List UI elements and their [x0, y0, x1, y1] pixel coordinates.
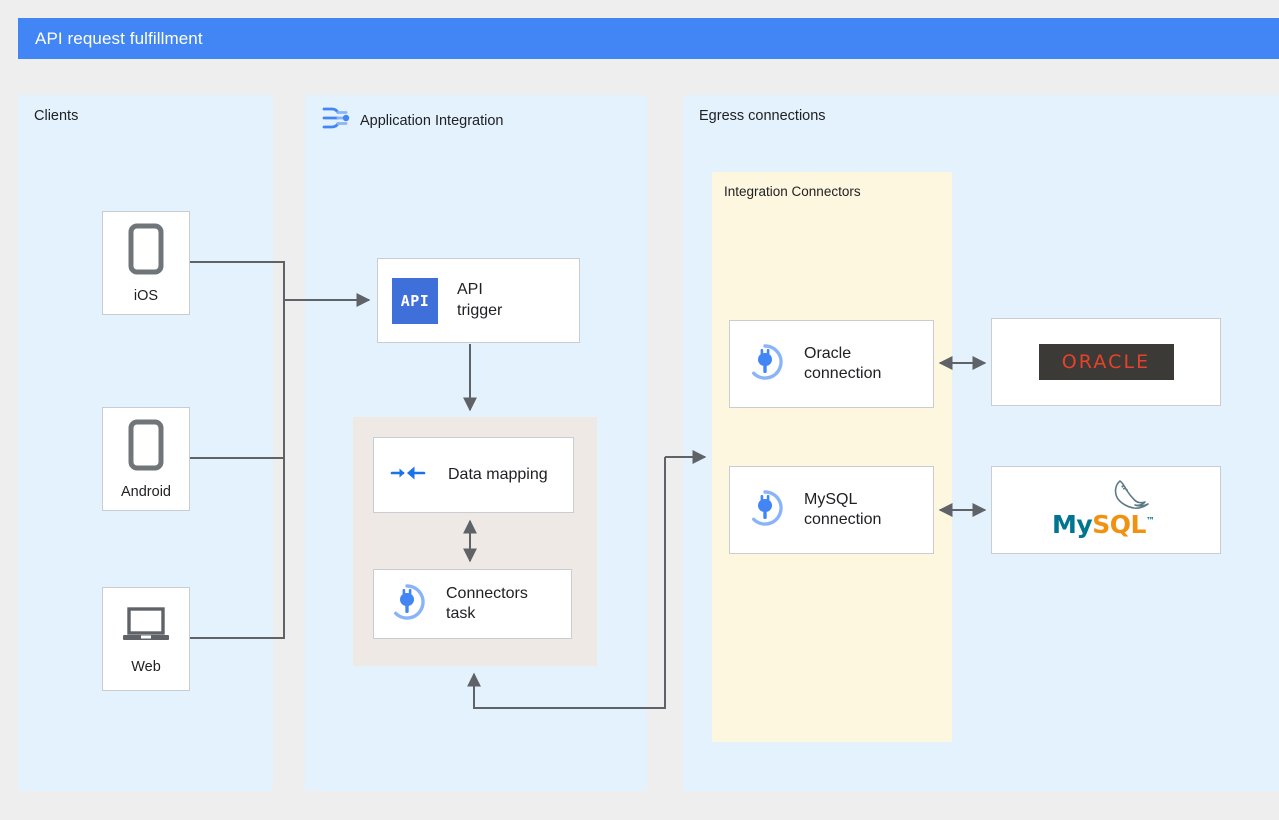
data-mapping-icon [390, 461, 426, 490]
lane-egress-title: Egress connections [699, 108, 826, 124]
api-trigger-icon-text: API [400, 291, 430, 310]
client-device-ios[interactable]: iOS [102, 211, 190, 315]
node-data-mapping-label: Data mapping [448, 465, 548, 483]
group-integration-connectors: Integration Connectors [712, 172, 952, 742]
client-device-ios-label: iOS [133, 288, 159, 304]
connectors-plug-icon [388, 583, 426, 626]
mysql-wordmark-sql: SQL [1092, 510, 1146, 539]
system-oracle: ORACLE [991, 318, 1221, 406]
lane-clients-title: Clients [34, 108, 79, 124]
mobile-phone-icon [125, 222, 167, 281]
client-device-android[interactable]: Android [102, 407, 190, 511]
mysql-wordmark: MySQL™ [1052, 510, 1155, 539]
application-integration-icon [321, 103, 351, 138]
node-mysql-connection-label: MySQL connection [804, 490, 882, 528]
oracle-wordmark: ORACLE [1061, 351, 1151, 373]
client-device-web[interactable]: Web [102, 587, 190, 691]
node-data-mapping[interactable]: Data mapping [373, 437, 574, 513]
mobile-phone-icon [125, 418, 167, 477]
laptop-icon [120, 603, 172, 652]
connectors-plug-icon [746, 343, 784, 386]
group-integration-connectors-title: Integration Connectors [724, 184, 861, 199]
api-trigger-icon: API [392, 277, 438, 324]
connectors-plug-icon [746, 489, 784, 532]
mysql-logo: MySQL™ [1046, 479, 1166, 541]
mysql-trademark: ™ [1145, 516, 1155, 527]
mysql-wordmark-my: My [1052, 510, 1093, 539]
node-connectors-task-label: Connectors task [446, 584, 528, 622]
node-api-trigger[interactable]: API API trigger [377, 258, 580, 343]
client-device-web-label: Web [131, 659, 161, 675]
page-title: API request fulfillment [35, 28, 203, 48]
client-device-android-label: Android [121, 484, 171, 500]
lane-application-integration-title: Application Integration [360, 112, 504, 129]
oracle-logo: ORACLE [1038, 344, 1174, 380]
node-connectors-task[interactable]: Connectors task [373, 569, 572, 639]
node-oracle-connection[interactable]: Oracle connection [729, 320, 934, 408]
system-mysql: MySQL™ [991, 466, 1221, 554]
lane-application-integration-header: Application Integration [321, 103, 504, 138]
dolphin-icon [1098, 477, 1160, 524]
diagram-title-bar: API request fulfillment [18, 18, 1279, 59]
node-mysql-connection[interactable]: MySQL connection [729, 466, 934, 554]
node-api-trigger-label: API trigger [457, 281, 503, 319]
node-oracle-connection-label: Oracle connection [804, 344, 882, 382]
